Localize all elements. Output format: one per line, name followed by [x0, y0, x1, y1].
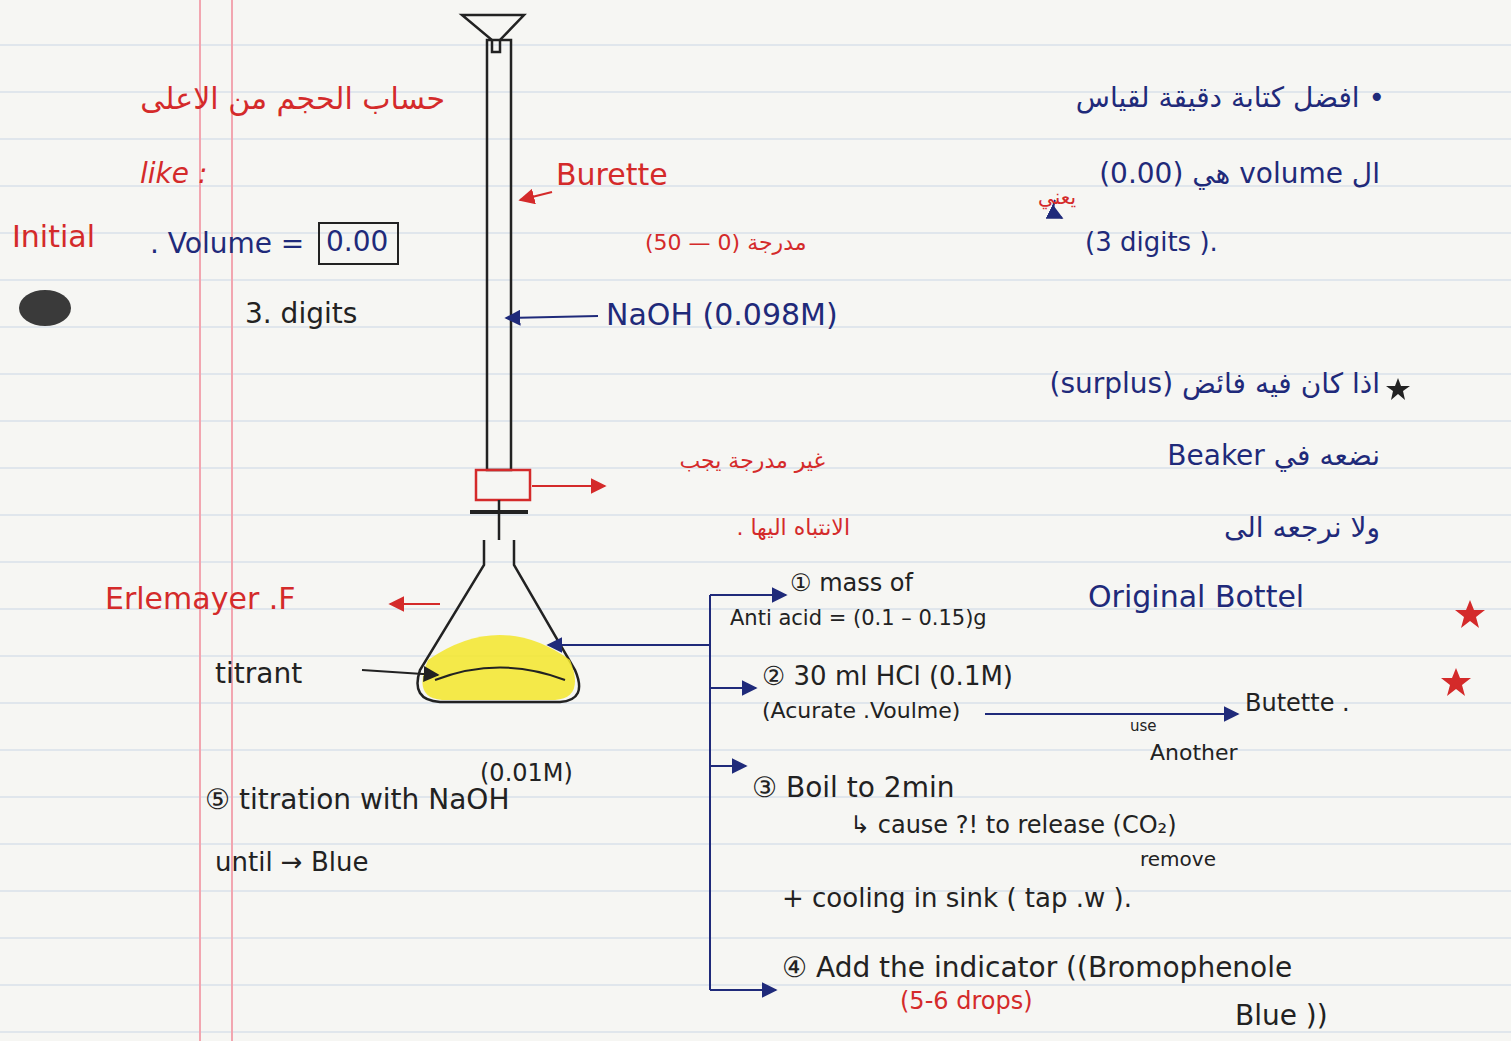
bracket-branch [710, 687, 756, 689]
ruled-line [0, 44, 1511, 45]
stopcock [476, 470, 530, 500]
meniscus [435, 668, 565, 681]
leader-arrow [520, 192, 552, 200]
note-text: ② 30 ml HCl (0.1M) [762, 662, 1013, 692]
leader-arrow [985, 713, 1238, 715]
note-text: + cooling in sink ( tap .w ). [782, 884, 1132, 914]
note-text: ال volume هي (0.00) [1099, 158, 1380, 190]
star-mark [1441, 668, 1471, 696]
note-text: (Acurate .Voulme) [762, 698, 960, 723]
note-text: • افضل كتابة دقيقة لقياس [1076, 82, 1385, 114]
note-text: like : [140, 158, 207, 190]
note-text: Initial [12, 220, 95, 255]
ruled-line [0, 138, 1511, 139]
funnel [462, 15, 524, 52]
note-text: نضعه في Beaker [1167, 440, 1380, 472]
ruled-line [0, 749, 1511, 750]
ruled-line [0, 984, 1511, 985]
note-text: NaOH (0.098M) [606, 298, 838, 333]
leader-arrow [362, 670, 438, 675]
note-text: Blue )) [1235, 1000, 1328, 1032]
note-text: use [1130, 718, 1157, 735]
note-text: . Volume = [150, 228, 304, 260]
note-text: الانتباه اليها . [736, 515, 850, 540]
bracket-branch [548, 644, 710, 646]
note-text: remove [1140, 848, 1216, 871]
ruled-lines [0, 45, 1511, 1032]
leader-arrow [506, 316, 598, 318]
note-text: ③ Boil to 2min [752, 772, 954, 804]
note-text: ولا نرجعه الى [1224, 512, 1380, 544]
punch-hole [19, 290, 71, 326]
volume-value: 0.00 [326, 226, 391, 258]
note-text: until → Blue [215, 848, 368, 878]
bracket-branch [710, 765, 746, 767]
bracket-branch [710, 594, 786, 596]
margin-line [231, 0, 233, 1041]
star-mark [1386, 378, 1410, 400]
note-text: حساب الحجم من الاعلى [140, 82, 445, 117]
note-text: غير مدرجة يجب [679, 448, 825, 473]
note-text: اذا كان فيه فائض (surplus) [1049, 368, 1380, 400]
ruled-line [0, 561, 1511, 562]
note-text: Anti acid = (0.1 – 0.15)g [730, 606, 987, 630]
boxed-value: 0.00 [318, 222, 399, 265]
ruled-line [0, 655, 1511, 656]
note-text: ④ Add the indicator ((Bromophenole [782, 952, 1292, 984]
burette-tip [498, 500, 501, 540]
note-text: Butette . [1245, 690, 1350, 718]
step-bracket [709, 595, 711, 990]
note-text: يعني [1038, 186, 1076, 209]
ruled-line [0, 279, 1511, 280]
ruled-line [0, 937, 1511, 938]
note-text: (50 — 0) مدرجة [645, 230, 807, 255]
ruled-line [0, 420, 1511, 421]
note-text: (3 digits ). [1085, 228, 1218, 258]
note-text: Original Bottel [1088, 580, 1304, 615]
note-text: 3. digits [245, 298, 357, 330]
erlenmeyer-flask [418, 540, 580, 702]
note-text: titrant [215, 658, 302, 690]
ruled-line [0, 843, 1511, 844]
note-text: (0.01M) [480, 760, 573, 788]
note-text: (5-6 drops) [900, 988, 1033, 1016]
ruled-line [0, 890, 1511, 891]
leader-arrow [390, 603, 440, 605]
note-text: Burette [556, 158, 668, 193]
note-text: Erlemayer .F [105, 582, 296, 617]
note-text: ↳ cause ?! to release (CO₂) [850, 812, 1177, 840]
star-mark [1455, 600, 1485, 628]
bracket-branch [710, 989, 776, 991]
leader-arrow [532, 485, 605, 487]
margin-line [199, 0, 201, 1041]
note-text: ① mass of [790, 570, 913, 598]
burette-tube [487, 40, 511, 470]
note-text: Another [1150, 740, 1238, 765]
note-text: ⑤ titration with NaOH [205, 784, 509, 816]
